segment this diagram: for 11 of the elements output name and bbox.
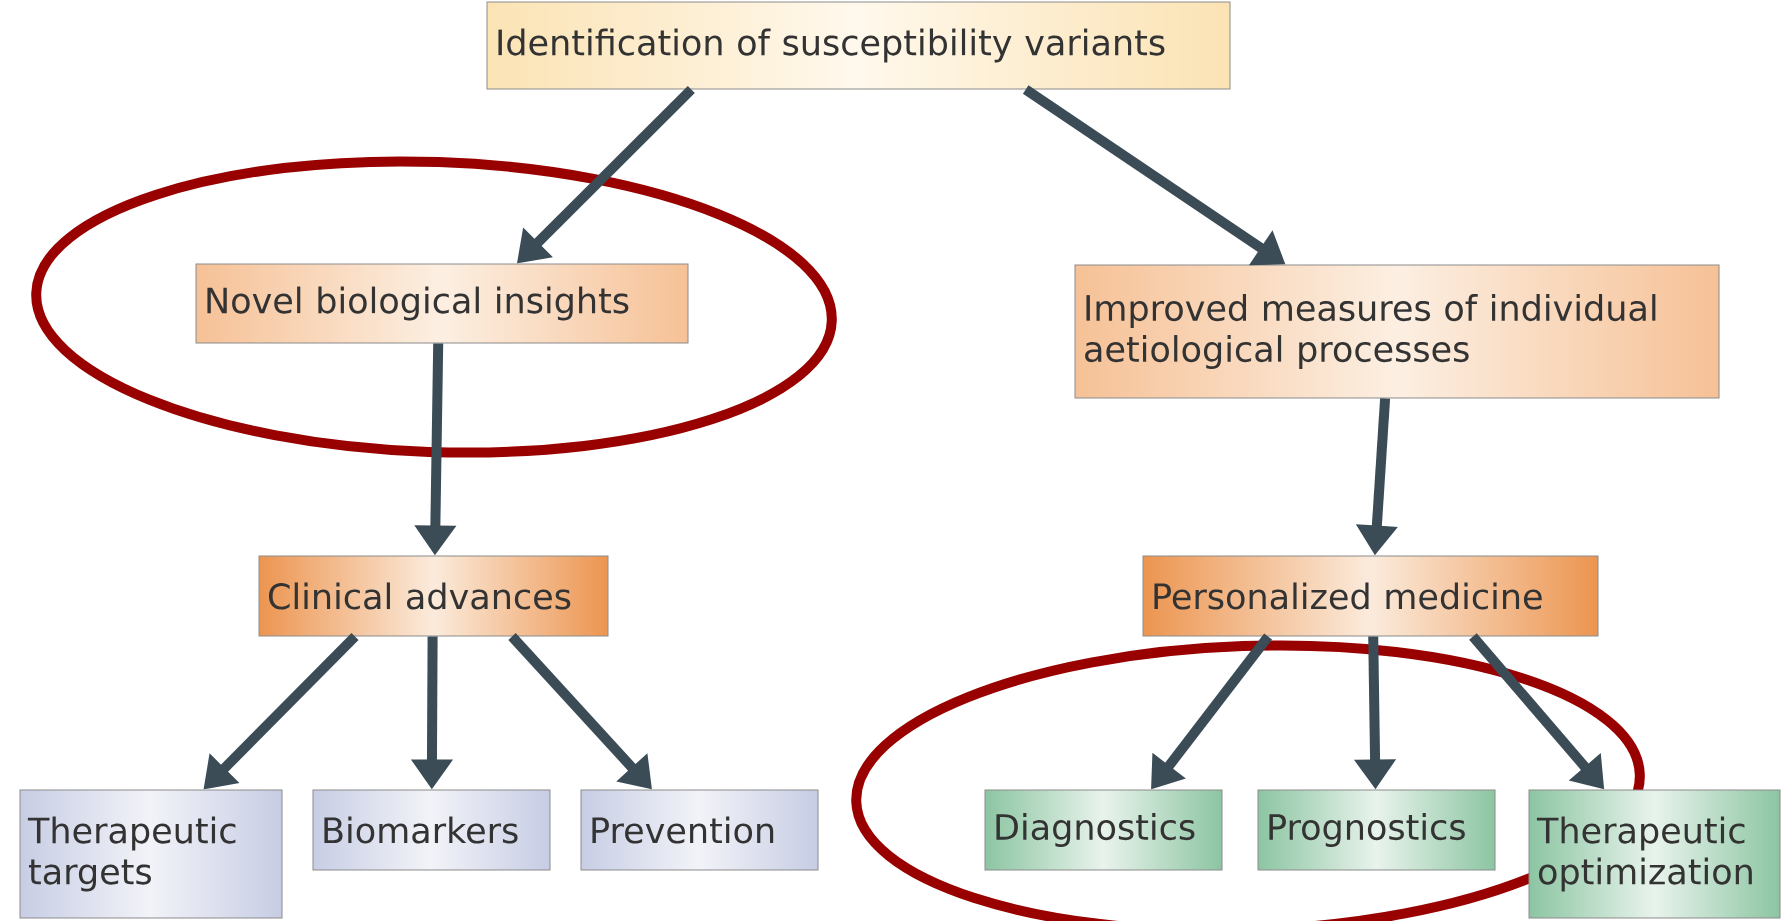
box: Identification of susceptibility variants xyxy=(486,1,1231,90)
box: Prognostics xyxy=(1257,789,1496,871)
box: Prevention xyxy=(580,789,819,871)
box: Diagnostics xyxy=(984,789,1223,871)
box: Therapeutic optimization xyxy=(1528,789,1781,919)
box: Clinical advances xyxy=(258,555,609,637)
box: Personalized medicine xyxy=(1142,555,1599,637)
box: Novel biological insights xyxy=(195,263,689,344)
box: Therapeutic targets xyxy=(19,789,283,919)
box: Improved measures of individual aetiological processes xyxy=(1074,264,1720,399)
box: Biomarkers xyxy=(312,789,551,871)
